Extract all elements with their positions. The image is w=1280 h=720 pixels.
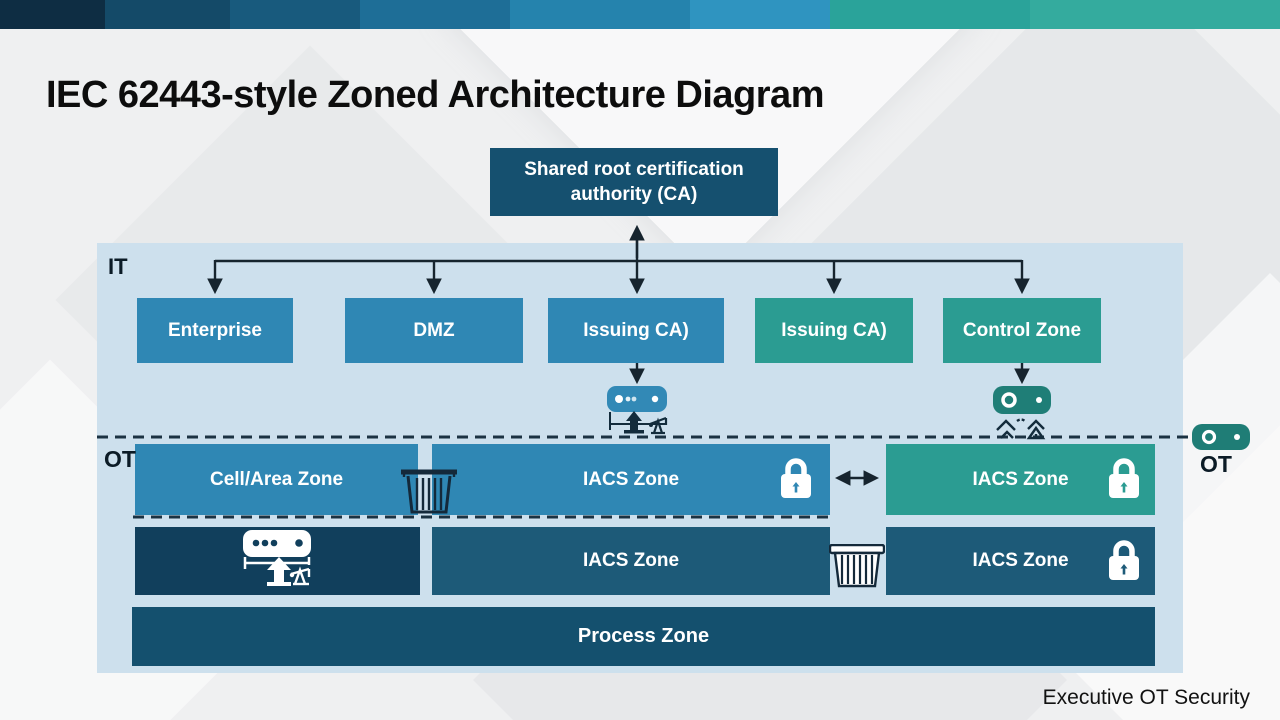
padlock-icon xyxy=(1109,540,1139,580)
zone-box-iacs-1: IACS Zone xyxy=(432,444,830,515)
zone-label: IACS Zone xyxy=(582,550,680,571)
zone-label: Process Zone xyxy=(577,625,710,647)
firewall-appliance-icon xyxy=(993,386,1051,440)
firewall-appliance-icon xyxy=(607,386,668,435)
zone-box-dmz: DMZ xyxy=(345,298,523,363)
zone-label: IACS Zone xyxy=(972,468,1069,490)
zone-box-iacs-3: IACS Zone xyxy=(432,527,830,595)
zone-box-control: Control Zone xyxy=(943,298,1101,363)
zone-label: Issuing CA) xyxy=(583,319,689,341)
zone-box-issuing-ca-2: Issuing CA) xyxy=(755,298,913,363)
zone-box-enterprise: Enterprise xyxy=(137,298,293,363)
zone-box-process: Process Zone xyxy=(132,607,1155,666)
conduit-grate-icon xyxy=(829,544,885,588)
zone-label: Issuing CA) xyxy=(781,319,887,341)
zone-label: IACS Zone xyxy=(582,468,680,490)
ot-label-right: OT xyxy=(1200,451,1232,477)
padlock-icon xyxy=(1109,458,1139,498)
zone-box-cell-area: Cell/Area Zone xyxy=(135,444,418,515)
it-label: IT xyxy=(108,254,128,279)
zone-label: DMZ xyxy=(413,319,455,341)
zone-label: Control Zone xyxy=(962,319,1082,341)
top-accent-bar xyxy=(0,0,1280,29)
root-ca-label: Shared root certification authority (CA) xyxy=(524,159,744,205)
zone-label: Cell/Area Zone xyxy=(209,468,344,490)
scada-server-icon xyxy=(243,530,311,586)
boundary-device-icon xyxy=(1192,424,1250,450)
page-title: IEC 62443-style Zoned Architecture Diagr… xyxy=(46,74,824,116)
zone-label: Enterprise xyxy=(168,319,262,341)
zone-box-issuing-ca-1: Issuing CA) xyxy=(548,298,724,363)
ot-label-left: OT xyxy=(104,446,136,472)
zone-label: IACS Zone xyxy=(972,550,1069,571)
padlock-icon xyxy=(781,458,811,498)
root-ca-box: Shared root certification authority (CA) xyxy=(490,148,778,216)
footer-credit: Executive OT Security xyxy=(1042,686,1250,709)
conduit-basket-icon xyxy=(401,469,457,514)
